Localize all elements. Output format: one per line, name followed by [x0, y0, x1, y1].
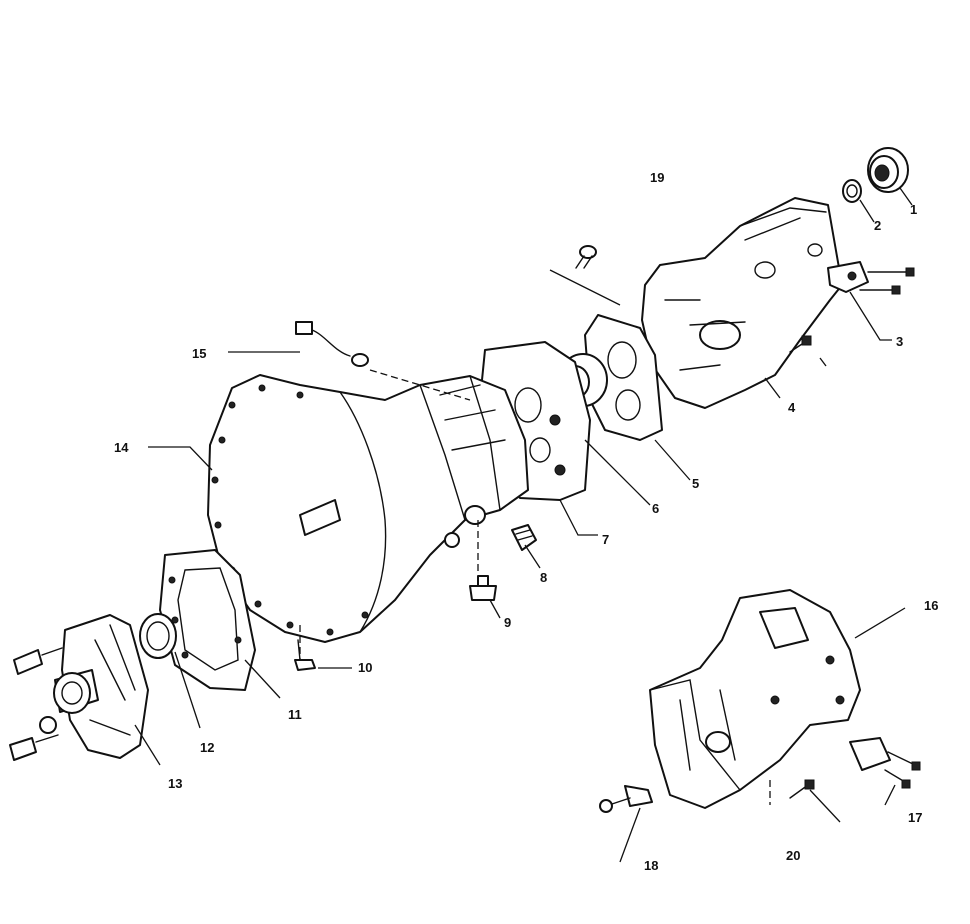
callout-2: 2 — [874, 218, 881, 233]
callout-15: 15 — [192, 346, 206, 361]
part-12-seal — [139, 613, 177, 659]
part-4-extension-housing — [641, 197, 843, 409]
callout-6: 6 — [652, 501, 659, 516]
front-bolt-upper — [13, 647, 63, 675]
part-14-main-housing — [207, 374, 529, 643]
callout-1: 1 — [910, 202, 917, 217]
part-13-front-cover — [53, 614, 149, 759]
callout-20: 20 — [786, 848, 800, 863]
callout-10: 10 — [358, 660, 372, 675]
part-2-seal — [842, 179, 862, 203]
part-16-alternate-case — [649, 589, 861, 809]
callout-labels: 1 2 3 4 5 6 7 8 9 10 11 12 13 14 15 16 1… — [114, 170, 938, 873]
part-3-bracket — [827, 261, 915, 295]
gasket-bolt — [575, 245, 597, 269]
callout-8: 8 — [540, 570, 547, 585]
front-bolt-lower — [9, 716, 59, 761]
leader-lines — [134, 187, 913, 863]
callout-19: 19 — [650, 170, 664, 185]
callout-12: 12 — [200, 740, 214, 755]
callout-18: 18 — [644, 858, 658, 873]
callout-16: 16 — [924, 598, 938, 613]
assembly-center-lines — [299, 369, 771, 805]
part-20-bolt — [789, 779, 815, 799]
part-8-plug — [511, 524, 537, 551]
part-18-clip — [599, 785, 653, 813]
part-4-bolt — [789, 335, 812, 353]
part-15-sensor — [295, 321, 369, 367]
part-17-sensor-plug — [849, 737, 921, 789]
callout-13: 13 — [168, 776, 182, 791]
part-9-drain-plug — [469, 575, 497, 601]
callout-7: 7 — [602, 532, 609, 547]
callout-17: 17 — [908, 810, 922, 825]
callout-3: 3 — [896, 334, 903, 349]
part-1-bearing — [867, 147, 909, 193]
callout-9: 9 — [504, 615, 511, 630]
callout-14: 14 — [114, 440, 129, 455]
part-5-gasket-plate — [584, 314, 663, 441]
part-10-fitting — [294, 639, 316, 671]
callout-11: 11 — [288, 707, 302, 722]
callout-5: 5 — [692, 476, 699, 491]
callout-4: 4 — [788, 400, 796, 415]
